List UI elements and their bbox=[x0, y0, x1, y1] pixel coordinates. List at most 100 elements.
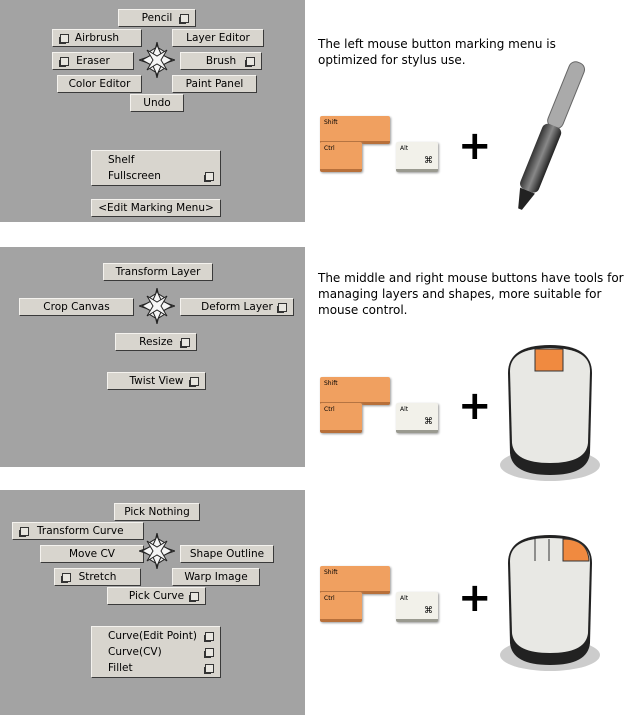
option-box-icon[interactable] bbox=[20, 527, 29, 536]
stretch-button[interactable]: Stretch bbox=[54, 568, 141, 586]
alt-key: Alt ⌘ bbox=[396, 403, 438, 433]
alt-key: Alt ⌘ bbox=[396, 592, 438, 622]
label: Curve(Edit Point) bbox=[108, 630, 197, 642]
label: Pick Nothing bbox=[124, 506, 190, 518]
edit-marking-menu-button[interactable]: <Edit Marking Menu> bbox=[91, 199, 221, 217]
crop-canvas-button[interactable]: Crop Canvas bbox=[19, 298, 134, 316]
mouse-middle-button-image bbox=[500, 345, 600, 481]
compass-star-icon bbox=[139, 288, 175, 324]
shift-key: Shift bbox=[320, 566, 390, 594]
option-box-icon[interactable] bbox=[60, 57, 69, 66]
transform-curve-button[interactable]: Transform Curve bbox=[12, 522, 144, 540]
option-box-icon[interactable] bbox=[205, 648, 214, 657]
label: Shelf bbox=[108, 154, 135, 166]
undo-button[interactable]: Undo bbox=[130, 94, 184, 112]
label: Resize bbox=[139, 336, 173, 348]
mouse-right-button-image bbox=[500, 535, 600, 671]
option-box-icon[interactable] bbox=[181, 338, 190, 347]
label: Brush bbox=[205, 55, 237, 67]
middle-right-button-description: The middle and right mouse buttons have … bbox=[318, 271, 624, 317]
transform-layer-button[interactable]: Transform Layer bbox=[103, 263, 213, 281]
eraser-button[interactable]: Eraser bbox=[52, 52, 134, 70]
command-icon: ⌘ bbox=[424, 417, 433, 427]
label: Twist View bbox=[129, 375, 184, 387]
layer-editor-button[interactable]: Layer Editor bbox=[172, 29, 264, 47]
marking-menu-right: Pick Nothing Transform Curve Move CV Sha… bbox=[0, 490, 305, 715]
compass-star-icon bbox=[139, 42, 175, 78]
label: Undo bbox=[143, 97, 171, 109]
airbrush-button[interactable]: Airbrush bbox=[52, 29, 142, 47]
ctrl-key: Ctrl bbox=[320, 403, 362, 433]
twist-view-button[interactable]: Twist View bbox=[107, 372, 206, 390]
plus-icon: + bbox=[458, 575, 492, 621]
option-box-icon[interactable] bbox=[60, 34, 69, 43]
pick-curve-button[interactable]: Pick Curve bbox=[107, 587, 206, 605]
menu-item-curve-edit-point[interactable]: Curve(Edit Point) bbox=[92, 628, 220, 644]
option-box-icon[interactable] bbox=[62, 573, 71, 582]
resize-button[interactable]: Resize bbox=[115, 333, 197, 351]
menu-item-curve-cv[interactable]: Curve(CV) bbox=[92, 644, 220, 660]
alt-key: Alt ⌘ bbox=[396, 142, 438, 172]
paint-panel-button[interactable]: Paint Panel bbox=[172, 75, 257, 93]
label: Stretch bbox=[78, 571, 117, 583]
label: Pick Curve bbox=[128, 590, 185, 602]
alt-label: Alt bbox=[400, 145, 409, 152]
label: Shape Outline bbox=[189, 548, 265, 560]
label: Move CV bbox=[68, 548, 115, 560]
label: Paint Panel bbox=[185, 78, 244, 90]
compass-star-icon bbox=[139, 533, 175, 569]
menu-item-shelf[interactable]: Shelf bbox=[92, 152, 220, 168]
alt-label: Alt bbox=[400, 595, 409, 602]
brush-button[interactable]: Brush bbox=[180, 52, 262, 70]
shape-outline-button[interactable]: Shape Outline bbox=[180, 545, 274, 563]
ctrl-key: Ctrl bbox=[320, 592, 362, 622]
popup-menu: Shelf Fullscreen bbox=[91, 150, 221, 186]
deform-layer-button[interactable]: Deform Layer bbox=[180, 298, 294, 316]
keyboard-shortcut-keys: Shift Ctrl Alt ⌘ bbox=[320, 566, 450, 626]
option-box-icon[interactable] bbox=[278, 303, 287, 312]
menu-item-fillet[interactable]: Fillet bbox=[92, 660, 220, 676]
menu-item-fullscreen[interactable]: Fullscreen bbox=[92, 168, 220, 184]
label: Fillet bbox=[108, 662, 133, 674]
pick-nothing-button[interactable]: Pick Nothing bbox=[114, 503, 200, 521]
color-editor-button[interactable]: Color Editor bbox=[57, 75, 142, 93]
shift-key: Shift bbox=[320, 377, 390, 405]
label: Transform Layer bbox=[115, 266, 201, 278]
keyboard-shortcut-keys: Shift Ctrl Alt ⌘ bbox=[320, 377, 450, 437]
label: Airbrush bbox=[74, 32, 120, 44]
option-box-icon[interactable] bbox=[205, 632, 214, 641]
pencil-button[interactable]: Pencil bbox=[118, 9, 196, 27]
label: Color Editor bbox=[68, 78, 131, 90]
option-box-icon[interactable] bbox=[205, 172, 214, 181]
plus-icon: + bbox=[458, 123, 492, 169]
option-box-icon[interactable] bbox=[190, 377, 199, 386]
option-box-icon[interactable] bbox=[246, 57, 255, 66]
ctrl-key: Ctrl bbox=[320, 142, 362, 172]
command-icon: ⌘ bbox=[424, 606, 433, 616]
left-button-description: The left mouse button marking menu is op… bbox=[318, 37, 556, 67]
move-cv-button[interactable]: Move CV bbox=[40, 545, 144, 563]
option-box-icon[interactable] bbox=[205, 664, 214, 673]
label: Pencil bbox=[141, 12, 173, 24]
shift-key: Shift bbox=[320, 116, 390, 144]
label: Warp Image bbox=[184, 571, 248, 583]
label: Crop Canvas bbox=[43, 301, 110, 313]
label: Transform Curve bbox=[37, 525, 124, 537]
label: Deform Layer bbox=[201, 301, 273, 313]
marking-menu-left: Pencil Airbrush Layer Editor Eraser Brus… bbox=[0, 0, 305, 222]
alt-label: Alt bbox=[400, 406, 409, 413]
popup-menu: Curve(Edit Point) Curve(CV) Fillet bbox=[91, 626, 221, 678]
warp-image-button[interactable]: Warp Image bbox=[172, 568, 260, 586]
option-box-icon[interactable] bbox=[180, 14, 189, 23]
label: Curve(CV) bbox=[108, 646, 162, 658]
label: Layer Editor bbox=[186, 32, 250, 44]
label: Eraser bbox=[76, 55, 110, 67]
marking-menu-middle: Transform Layer Crop Canvas Deform Layer… bbox=[0, 247, 305, 467]
option-box-icon[interactable] bbox=[190, 592, 199, 601]
plus-icon: + bbox=[458, 383, 492, 429]
label: <Edit Marking Menu> bbox=[98, 202, 214, 214]
keyboard-shortcut-keys: Shift Ctrl Alt ⌘ bbox=[320, 116, 450, 176]
label: Fullscreen bbox=[108, 170, 161, 182]
stylus-pen-image bbox=[518, 61, 586, 210]
command-icon: ⌘ bbox=[424, 156, 433, 166]
